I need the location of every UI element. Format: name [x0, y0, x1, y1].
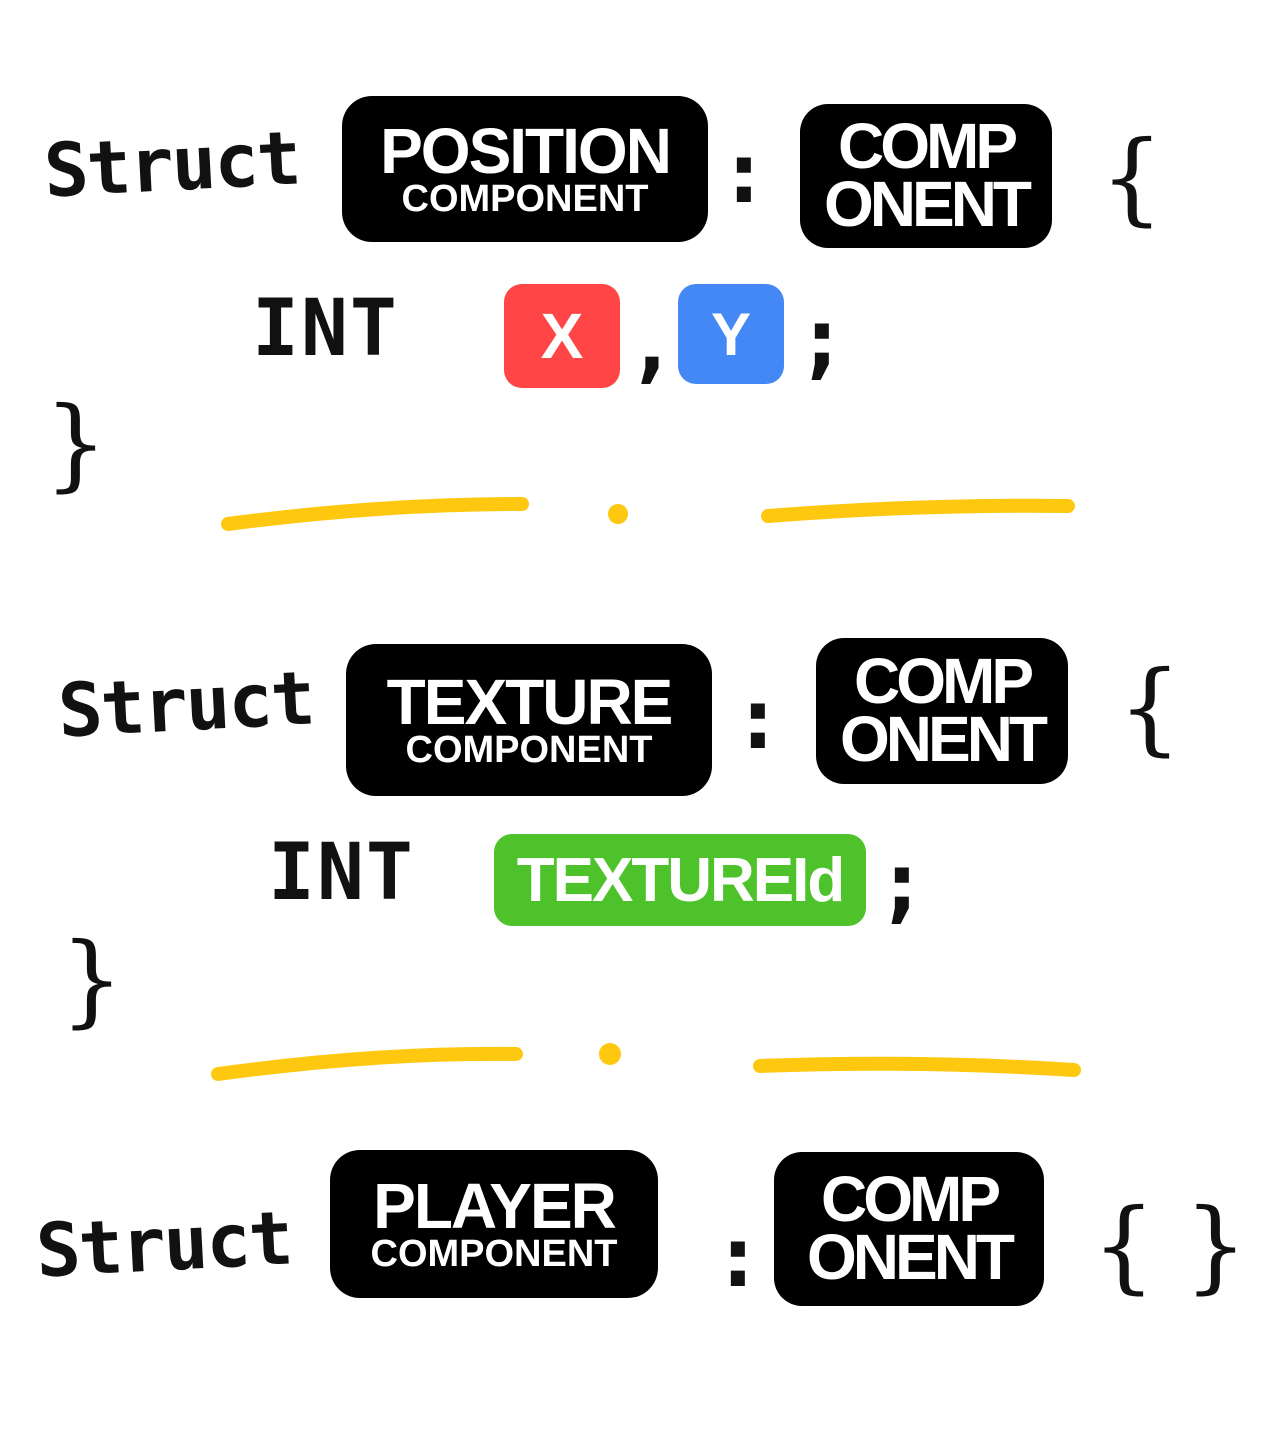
int-type: INT: [268, 828, 415, 918]
player-component-label: PLAYER COMPONENT: [330, 1150, 658, 1298]
int-type: INT: [252, 284, 399, 374]
divider-1: [221, 497, 1075, 531]
close-brace: }: [1184, 1187, 1248, 1304]
semicolon: ;: [876, 833, 928, 933]
position-component-subtitle: COMPONENT: [401, 178, 649, 221]
open-brace: {: [1100, 119, 1164, 236]
field-y: Y: [678, 284, 784, 384]
base-component-line2: ONENT: [824, 168, 1032, 240]
open-brace: {: [1092, 1187, 1156, 1304]
position-component-name: POSITION: [380, 114, 672, 187]
colon: :: [718, 123, 770, 223]
colon: :: [732, 669, 784, 769]
base-component-line1: COMP: [821, 1163, 1001, 1236]
player-component-name: PLAYER: [373, 1169, 617, 1242]
base-component-label: COMP ONENT: [774, 1152, 1044, 1306]
texture-component-name: TEXTURE: [386, 665, 674, 738]
base-component-label: COMP ONENT: [816, 638, 1068, 784]
base-component-line1: COMP: [854, 645, 1034, 718]
texture-component-label: TEXTURE COMPONENT: [346, 644, 712, 796]
open-brace: {: [1118, 649, 1182, 766]
player-component-subtitle: COMPONENT: [370, 1233, 618, 1276]
divider-2: [211, 1043, 1081, 1081]
comma: ,: [626, 293, 678, 393]
texture-component-subtitle: COMPONENT: [405, 729, 653, 772]
base-component-line1: COMP: [838, 110, 1018, 183]
close-brace: }: [60, 921, 124, 1038]
base-component-label: COMP ONENT: [800, 104, 1052, 248]
base-component-line2: ONENT: [840, 703, 1048, 775]
position-component-label: POSITION COMPONENT: [342, 96, 708, 242]
base-component-line2: ONENT: [807, 1221, 1015, 1293]
field-x: X: [504, 284, 620, 388]
semicolon: ;: [796, 289, 848, 389]
close-brace: }: [44, 385, 108, 502]
colon: :: [712, 1207, 764, 1307]
field-textureid: TEXTUREId: [494, 834, 866, 926]
